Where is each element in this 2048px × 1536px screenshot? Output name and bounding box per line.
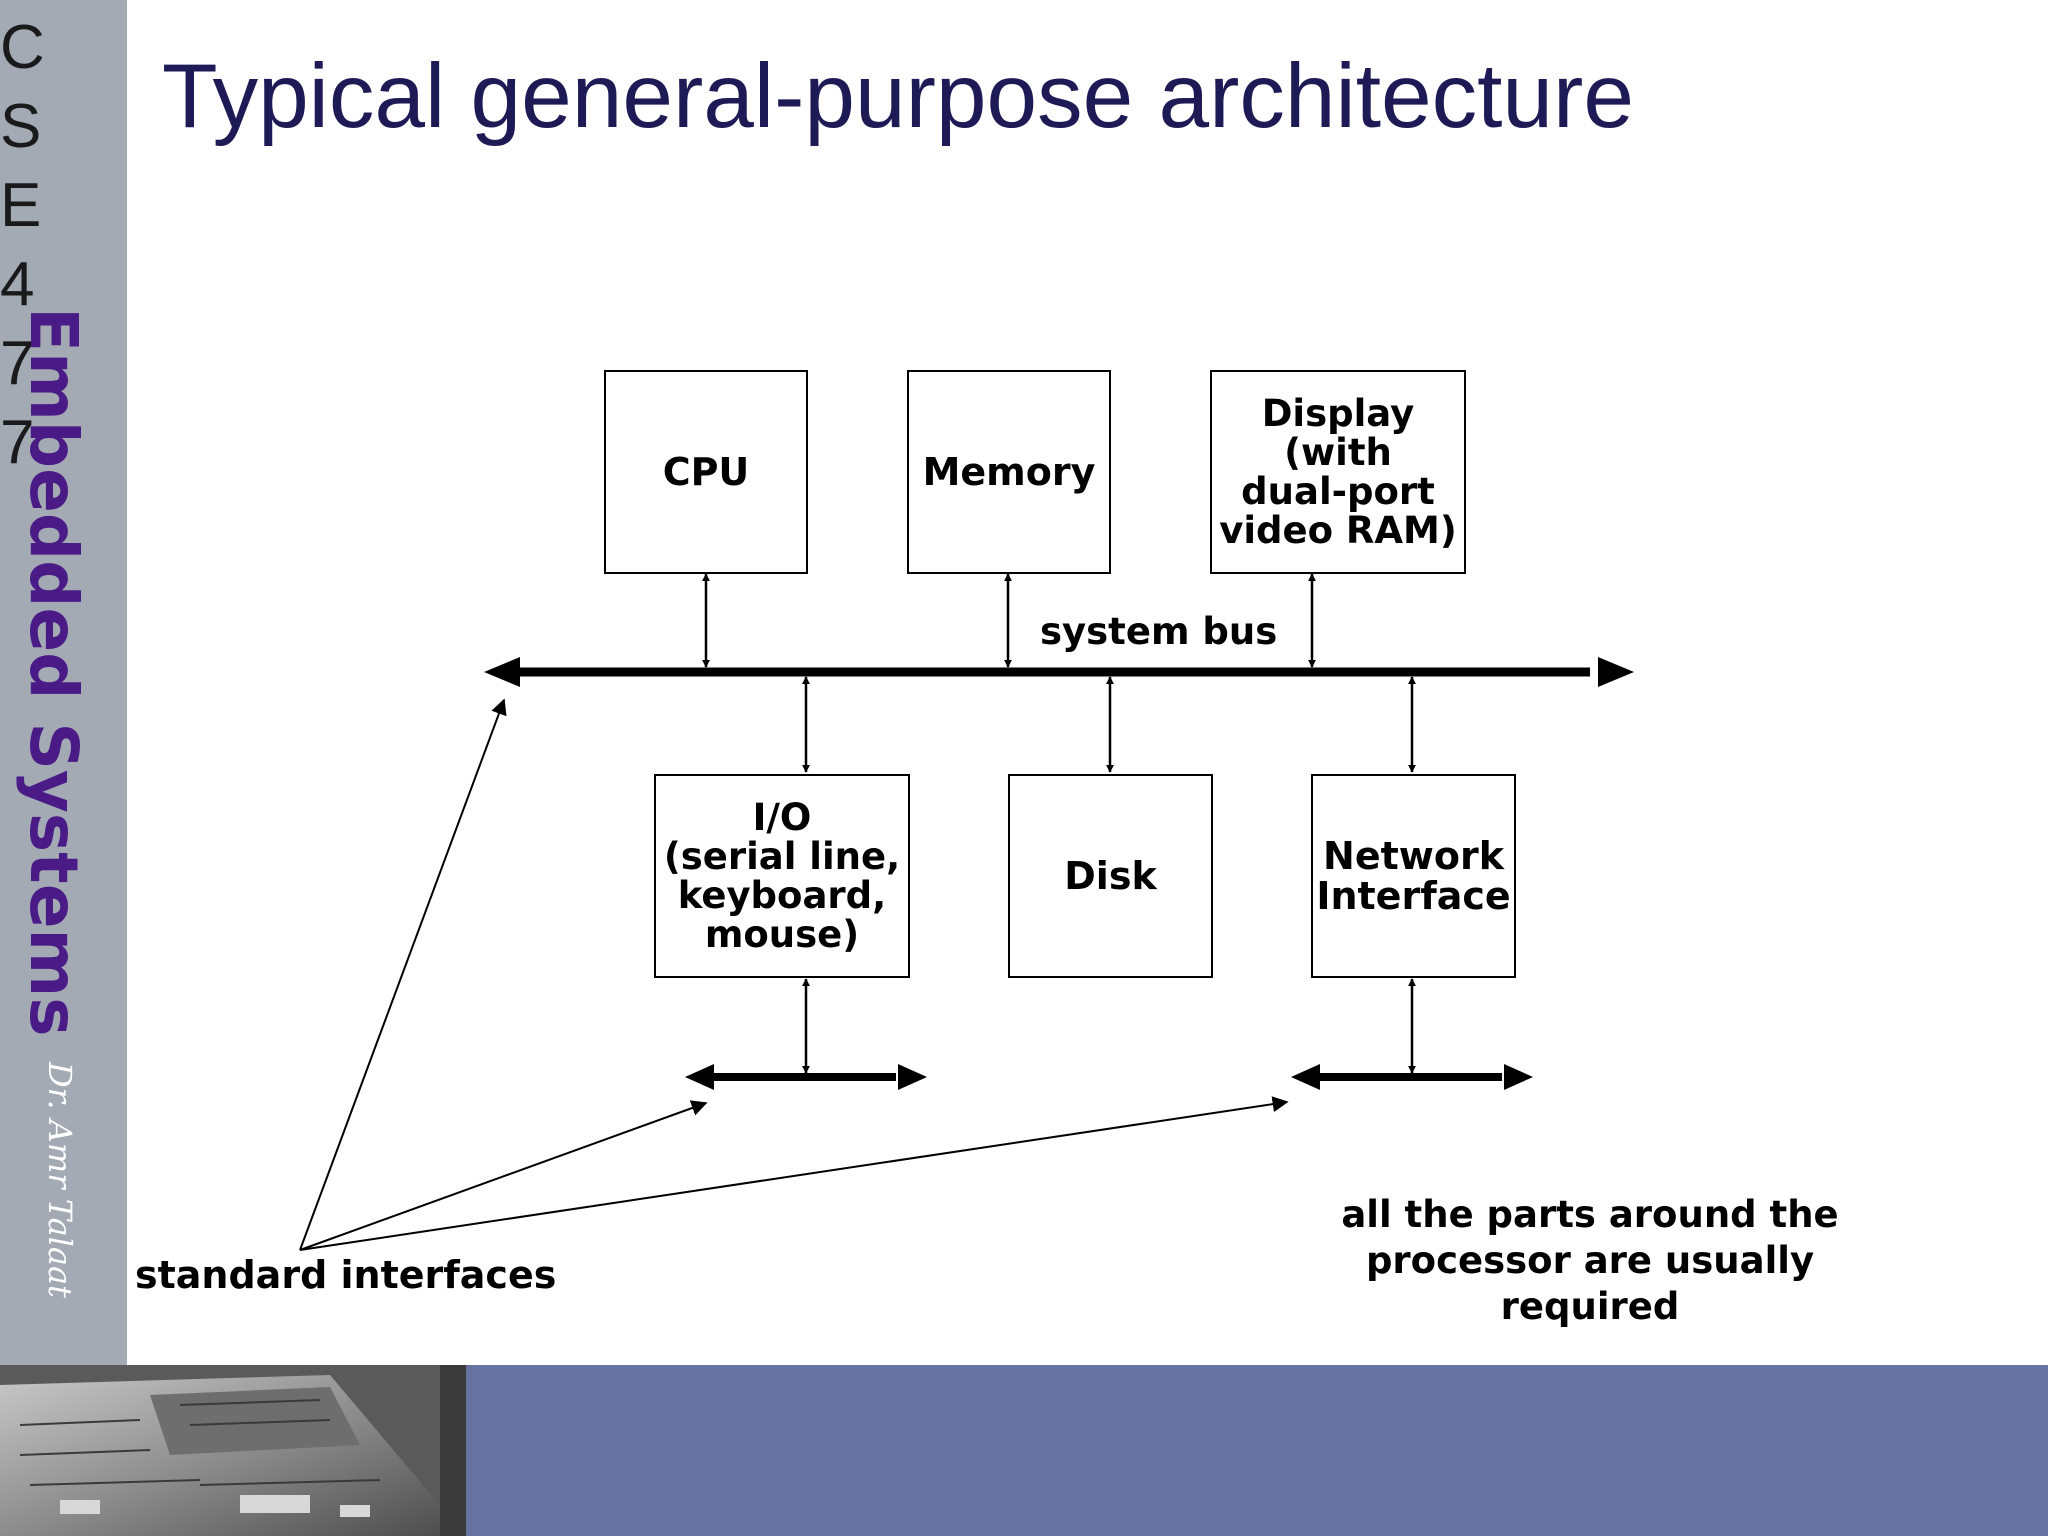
io-label: I/O (serial line, keyboard, mouse) <box>663 796 901 956</box>
bus-right-arrowhead <box>1598 657 1634 687</box>
course-code-letter: 7 <box>0 329 35 398</box>
network-local-bus <box>1291 1064 1533 1090</box>
architecture-diagram <box>299 573 1634 1251</box>
system-bus <box>484 657 1634 687</box>
pointer-to-network-bus <box>299 1096 1289 1251</box>
slide-title: Typical general-purpose architecture <box>162 46 1634 147</box>
course-code: C S E 4 7 7 <box>0 8 60 482</box>
pointer-to-io-bus <box>299 1100 708 1251</box>
course-code-letter: C <box>0 13 45 82</box>
display-label: Display (with dual-port video RAM) <box>1219 392 1457 552</box>
io-local-bus <box>685 1064 927 1090</box>
io-box: I/O (serial line, keyboard, mouse) <box>654 774 910 978</box>
standard-interfaces-pointers <box>299 698 1289 1251</box>
network-interface-box: Network Interface <box>1311 774 1516 978</box>
pointer-to-system-bus <box>299 698 507 1251</box>
course-code-letter: E <box>0 171 42 240</box>
display-box: Display (with dual-port video RAM) <box>1210 370 1466 574</box>
disk-box: Disk <box>1008 774 1213 978</box>
memory-label: Memory <box>922 450 1096 494</box>
standard-interfaces-label: standard interfaces <box>135 1253 557 1297</box>
cpu-label: CPU <box>662 450 750 494</box>
disk-label: Disk <box>1064 854 1157 898</box>
network-interface-label: Network Interface <box>1316 834 1511 918</box>
circuit-board-photo <box>0 1365 466 1536</box>
sidebar: C S E 4 7 7 Embedded Systems Dr. Amr Tal… <box>0 0 127 1365</box>
course-code-letter: 7 <box>0 408 35 477</box>
course-code-letter: S <box>0 92 42 161</box>
course-code-letter: 4 <box>0 250 35 319</box>
system-bus-label: system bus <box>1040 610 1278 653</box>
memory-box: Memory <box>907 370 1111 574</box>
bus-left-arrowhead <box>484 657 520 687</box>
required-parts-note: all the parts around the processor are u… <box>1341 1193 1839 1328</box>
cpu-box: CPU <box>604 370 808 574</box>
